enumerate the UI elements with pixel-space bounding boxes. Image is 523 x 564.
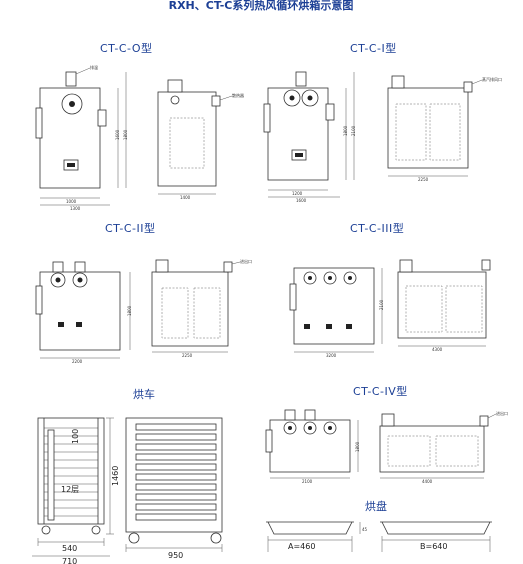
svg-text:进出口: 进出口: [496, 410, 508, 416]
ct-c-0-fan: [61, 93, 83, 115]
svg-text:4300: 4300: [432, 347, 443, 352]
ct-c-3-front-body: [293, 267, 375, 345]
ct-c-4-drawing: CT-C-IV型 2100 1800 4400 进出口: [265, 384, 508, 484]
ct-c-3-fan-a: [303, 271, 317, 285]
ct-c-2-control-right: [76, 322, 82, 327]
ct-c-0-fan-hub: [69, 101, 75, 107]
ct-c-1-front-body: [267, 87, 329, 181]
ct-c-0-note-exhaust: 排温: [90, 64, 98, 70]
ct-c-1-fan-left: [283, 89, 301, 107]
ct-c-2-side-body: [151, 271, 229, 347]
cart-shelf-spacing-dim: 100: [71, 429, 80, 444]
ct-c-4-side-body: [379, 425, 485, 473]
ct-c-4-fan-b: [303, 421, 317, 435]
ct-c-1-depth-dim: 1600: [296, 198, 307, 203]
ct-c-0-side-body: [157, 91, 217, 187]
model-label-ct-c-4: CT-C-IV型: [353, 384, 408, 398]
ct-c-2-control-left: [58, 322, 64, 327]
ct-c-2-note-inlet: 进出口: [240, 258, 252, 264]
ct-c-0-total-height-dim: 1800: [123, 129, 128, 140]
drying-cart-drawing: 烘车 100 12层 540 710 1460: [32, 387, 223, 564]
cart-height-dim: 1460: [111, 466, 120, 486]
section-label-cart: 烘车: [133, 387, 155, 401]
ct-c-0-pipe: [97, 109, 107, 127]
ct-c-4-fan-c: [323, 421, 337, 435]
ct-c-0-width-dim: 1000: [66, 199, 77, 204]
svg-text:2100: 2100: [351, 125, 356, 136]
ct-c-1-fan-right: [301, 89, 319, 107]
ct-c-3-control-b: [326, 324, 332, 329]
ct-c-0-side-width-dim: 1400: [180, 195, 191, 200]
model-label-ct-c-2: CT-C-II型: [105, 221, 156, 235]
ct-c-3-drawing: CT-C-III型 3200 2100 4300: [289, 221, 491, 358]
ct-c-1-side-width-dim: 2250: [418, 177, 429, 182]
ct-c-3-control-c: [346, 324, 352, 329]
ct-c-2-drawing: CT-C-II型 2200 1800 2250 进出口: [35, 221, 252, 364]
ct-c-1-note-steam: 蒸汽排风口: [482, 76, 502, 82]
tray-b-profile: [381, 521, 491, 535]
ct-c-4-width-dim: 2100: [302, 479, 313, 484]
cart-inner-width-dim: 540: [62, 544, 77, 553]
tray-b-width-dim: B=640: [420, 542, 447, 551]
ct-c-1-motor: [295, 71, 307, 87]
ct-c-2-fan-right: [72, 272, 88, 288]
ct-c-0-control-screen: [67, 163, 75, 167]
model-label-ct-c-1: CT-C-I型: [350, 41, 397, 55]
model-label-ct-c-0: CT-C-O型: [100, 41, 152, 55]
ct-c-3-width-dim: 3200: [326, 353, 337, 358]
cart-wheel-right: [91, 525, 101, 535]
cart-side-wheel-left: [128, 532, 140, 544]
cart-front-frame: [37, 417, 105, 525]
tray-a-profile: [267, 521, 353, 535]
ct-c-4-side-width-dim: 4400: [422, 479, 433, 484]
svg-text:1800: 1800: [343, 125, 348, 136]
ct-c-1-width-dim: 1200: [292, 191, 303, 196]
ct-c-0-note-heater: 散热器: [232, 92, 244, 98]
ct-c-4-fan-a: [283, 421, 297, 435]
ct-c-0-motor: [65, 71, 77, 87]
diagram-title: RXH、CT-C系列热风循环烘箱示意图: [169, 0, 354, 12]
cart-layer-count: 12层: [61, 485, 79, 494]
cart-side-wheel-right: [210, 532, 222, 544]
drying-tray-drawing: 烘盘 A=460 45 B=640: [266, 499, 492, 552]
svg-text:1800: 1800: [355, 441, 360, 452]
tray-height-dim: 45: [362, 527, 368, 532]
ct-c-3-control-a: [304, 324, 310, 329]
ct-c-0-height-dim: 1600: [115, 129, 120, 140]
ct-c-0-side-top: [167, 79, 183, 93]
tray-a-width-dim: A=460: [288, 542, 315, 551]
ct-c-0-drawing: CT-C-O型 1000 1300 1600 1800 排温 1400 散热器: [35, 41, 244, 211]
cart-side-shelves: [135, 423, 217, 521]
ct-c-2-fan-left: [50, 272, 66, 288]
ct-c-0-side-panel: [35, 107, 43, 139]
ct-c-1-drawing: CT-C-I型 1200 1600 1800 2100 2250 蒸汽排风口: [263, 41, 502, 203]
ct-c-2-width-dim: 2200: [72, 359, 83, 364]
cart-outer-width-dim: 710: [62, 557, 77, 564]
ct-c-3-fan-c: [343, 271, 357, 285]
svg-text:2250: 2250: [182, 353, 193, 358]
section-label-tray: 烘盘: [365, 499, 387, 513]
cart-wheel-left: [41, 525, 51, 535]
cart-length-dim: 950: [168, 551, 183, 560]
ct-c-1-side-body: [387, 87, 469, 169]
svg-text:1800: 1800: [127, 305, 132, 316]
svg-text:2100: 2100: [379, 299, 384, 310]
ct-c-0-depth-dim: 1300: [70, 206, 81, 211]
model-label-ct-c-3: CT-C-III型: [350, 221, 404, 235]
cart-side-frame: [125, 417, 223, 533]
ct-c-3-fan-b: [323, 271, 337, 285]
